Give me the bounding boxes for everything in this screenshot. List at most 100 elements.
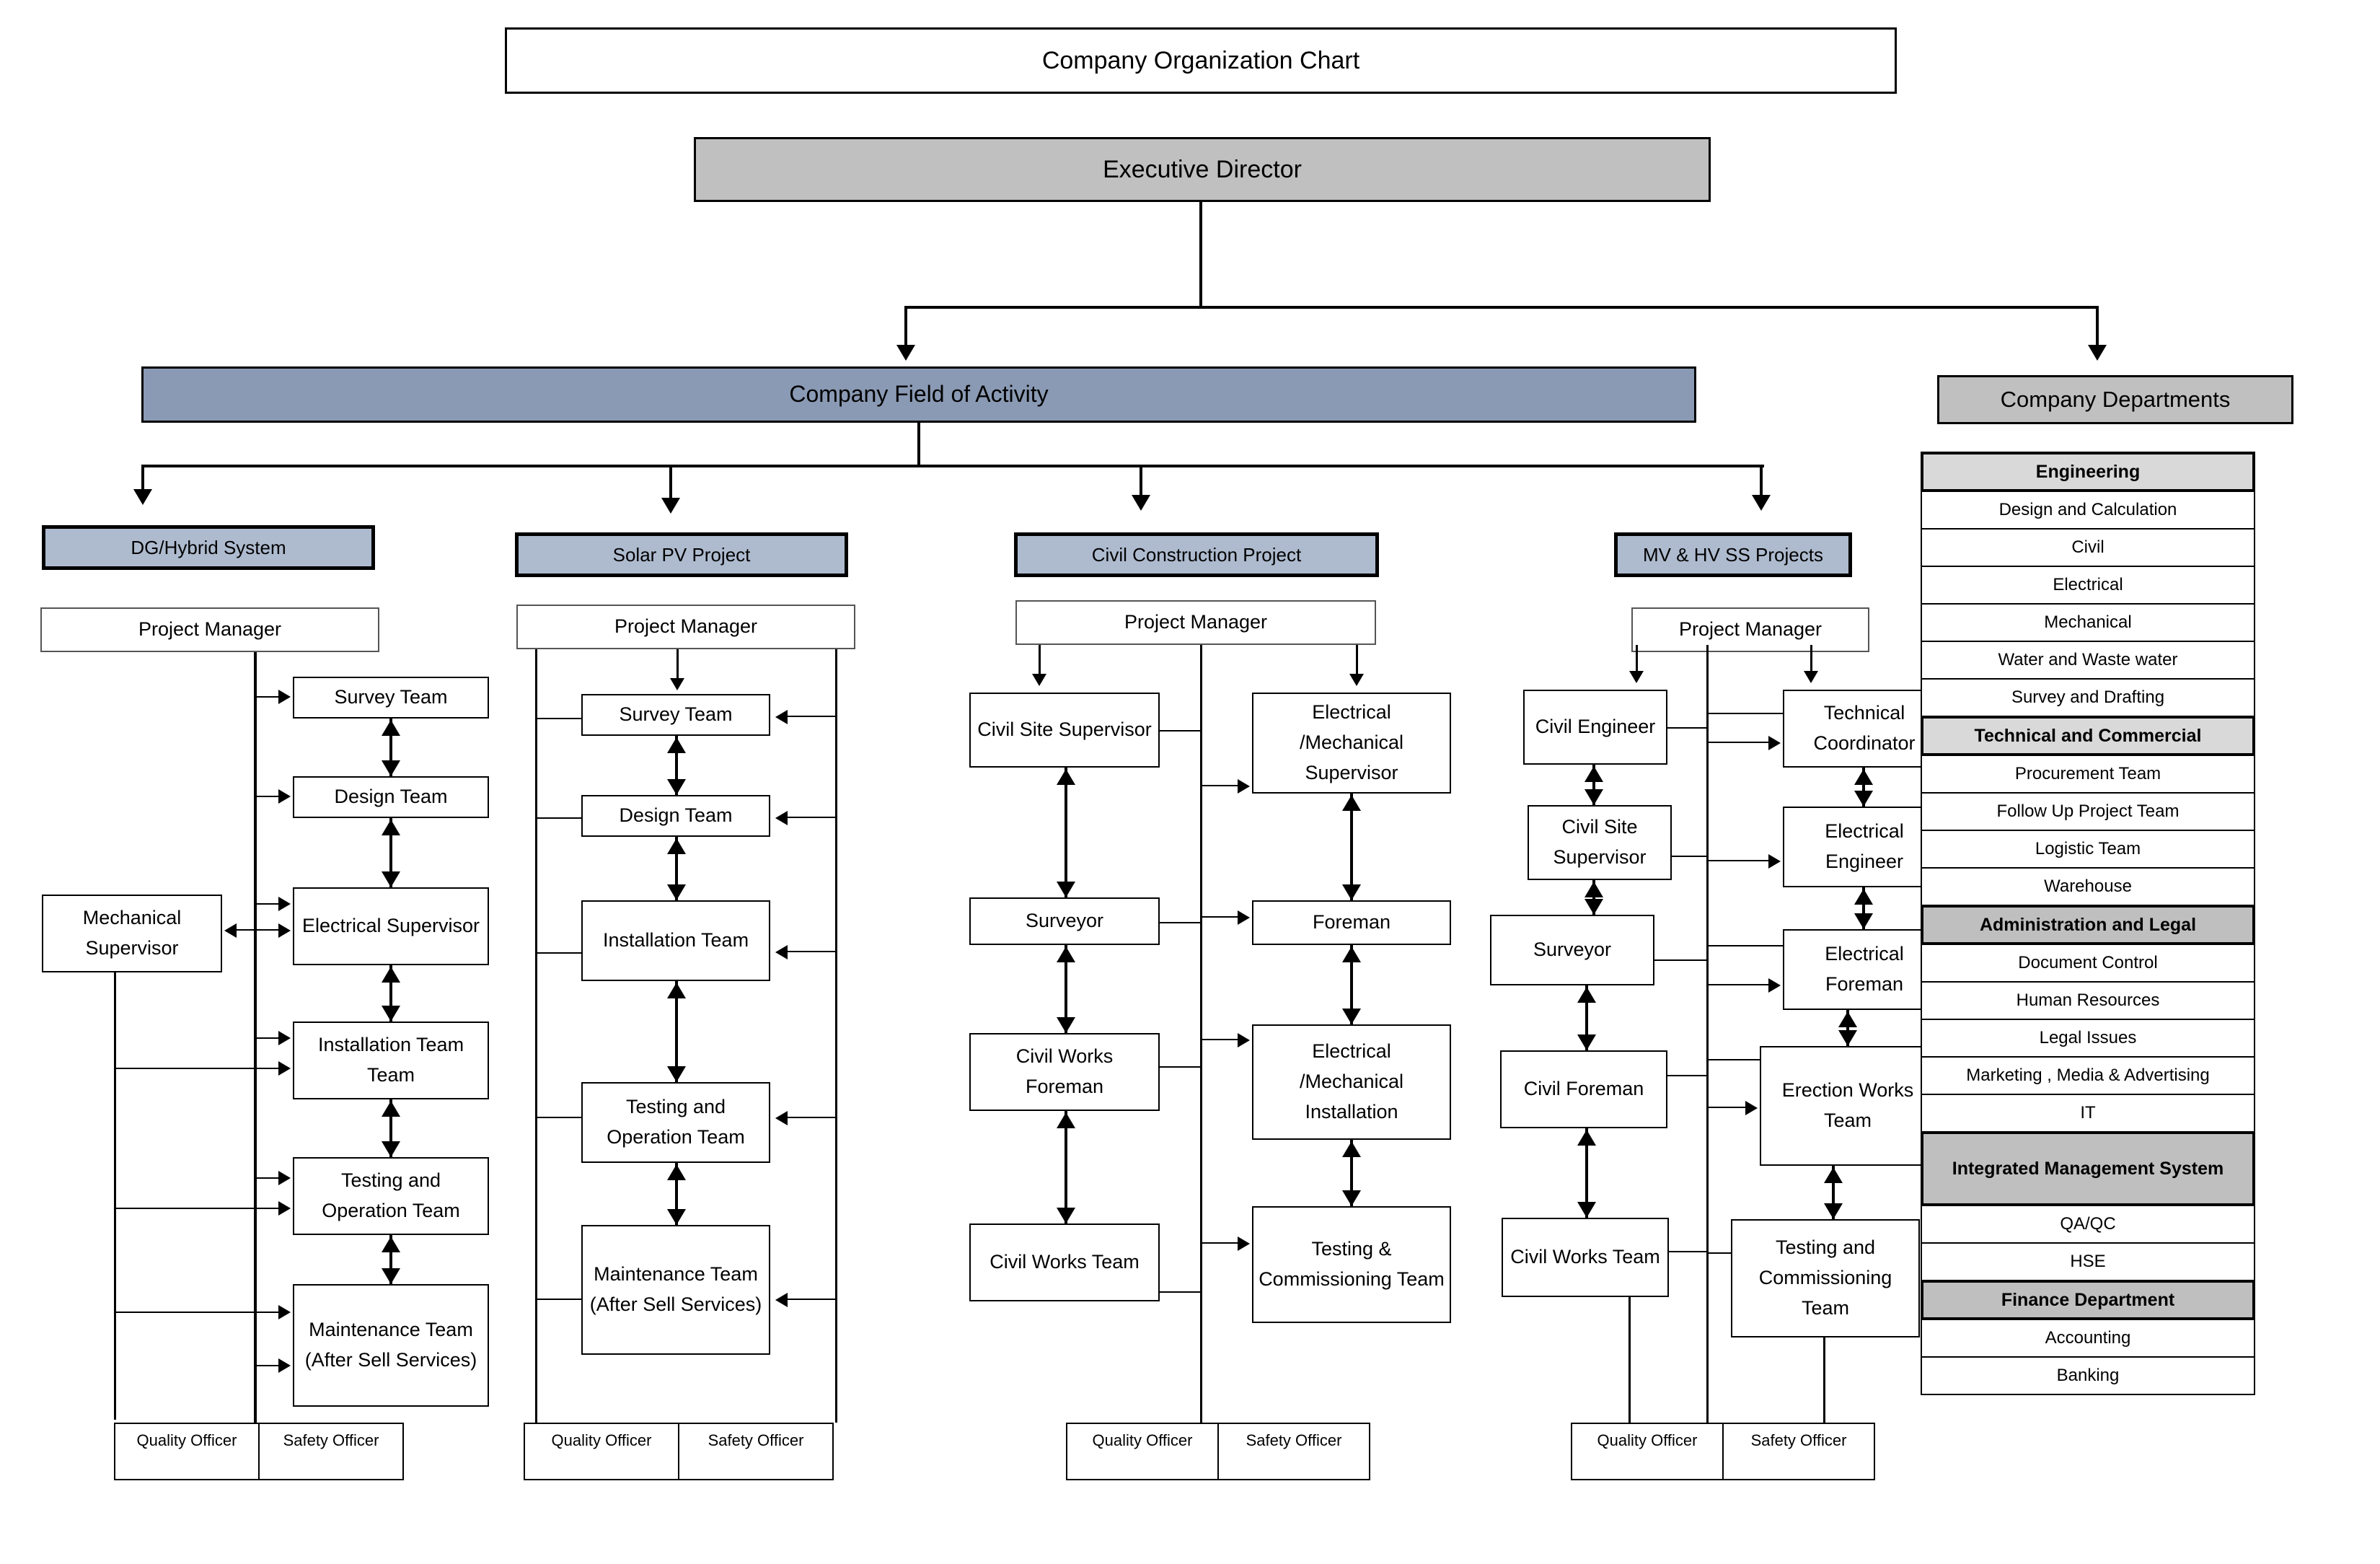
civil-quality-officer-box[interactable]: Quality Officer [1066, 1423, 1219, 1480]
department-item[interactable]: Survey and Drafting [1921, 678, 2255, 717]
dg-node-design-team[interactable]: Design Team [293, 776, 489, 818]
department-label: HSE [2070, 1252, 2106, 1271]
project-header-civil-construction-project[interactable]: Civil Construction Project [1014, 532, 1379, 577]
civil-node-civil-works-team[interactable]: Civil Works Team [969, 1223, 1160, 1301]
mvhv-node-civil-engineer[interactable]: Civil Engineer [1523, 690, 1667, 765]
connector-solar-left-survey [535, 718, 583, 719]
mvhv-node-civil-foreman[interactable]: Civil Foreman [1500, 1050, 1667, 1128]
arrow-exec-to-activity-icon [896, 345, 915, 361]
solar-project-manager-box[interactable]: Project Manager [516, 605, 855, 649]
mvhv-node-technical-coordinator[interactable]: Technical Coordinator [1783, 690, 1946, 768]
civil-node-surveyor[interactable]: Surveyor [969, 897, 1160, 945]
mvhv-project-manager-label: Project Manager [1678, 618, 1823, 641]
solar-node-testing-operation-team[interactable]: Testing and Operation Team [581, 1082, 770, 1163]
mvhv-quality-officer-box[interactable]: Quality Officer [1571, 1423, 1724, 1480]
department-item[interactable]: Warehouse [1921, 867, 2255, 906]
solar-quality-officer-box[interactable]: Quality Officer [524, 1423, 679, 1480]
department-item[interactable]: Mechanical [1921, 603, 2255, 642]
arrow-solar-v4-up-icon [667, 1164, 686, 1180]
department-item[interactable]: Design and Calculation [1921, 491, 2255, 530]
dg-node-survey-team[interactable]: Survey Team [293, 677, 489, 719]
department-item[interactable]: Electrical [1921, 566, 2255, 605]
department-item[interactable]: Banking [1921, 1356, 2255, 1395]
department-item[interactable]: Civil [1921, 528, 2255, 567]
civil-node-electrical-mechanical-installation[interactable]: Electrical /Mechanical Installation [1252, 1024, 1451, 1140]
mvhv-project-manager-box[interactable]: Project Manager [1631, 607, 1869, 652]
solar-node-design-team[interactable]: Design Team [581, 795, 770, 837]
project-header-mv-hv-ss-projects[interactable]: MV & HV SS Projects [1614, 532, 1852, 577]
department-group-header[interactable]: Technical and Commercial [1921, 716, 2255, 756]
arrow-solar-testing-icon [775, 1111, 788, 1125]
mvhv-node-testing-commissioning-team[interactable]: Testing and Commissioning Team [1731, 1219, 1920, 1337]
department-item[interactable]: Procurement Team [1921, 755, 2255, 794]
project-header-solar-pv-project[interactable]: Solar PV Project [515, 532, 848, 577]
department-group-header[interactable]: Finance Department [1921, 1280, 2255, 1320]
connector-civil-rv2 [1350, 945, 1353, 1024]
mvhv-safety-officer-box[interactable]: Safety Officer [1722, 1423, 1875, 1480]
node-label: Civil Works Foreman [1015, 1045, 1114, 1097]
dg-node-electrical-supervisor[interactable]: Electrical Supervisor [293, 887, 489, 965]
mvhv-node-civil-works-team[interactable]: Civil Works Team [1502, 1218, 1669, 1297]
civil-safety-officer-box[interactable]: Safety Officer [1217, 1423, 1370, 1480]
department-item[interactable]: Marketing , Media & Advertising [1921, 1056, 2255, 1095]
solar-node-survey-team[interactable]: Survey Team [581, 694, 770, 736]
mvhv-node-civil-site-supervisor[interactable]: Civil Site Supervisor [1528, 805, 1672, 880]
connector-solar-v3 [675, 981, 678, 1082]
department-item[interactable]: HSE [1921, 1242, 2255, 1281]
connector-solar-right-design [788, 817, 837, 818]
solar-node-maintenance-team[interactable]: Maintenance Team (After Sell Services) [581, 1225, 770, 1355]
dg-quality-officer-box[interactable]: Quality Officer [114, 1423, 260, 1480]
arrow-mvhv-rv1-up-icon [1854, 769, 1873, 785]
node-label: Testing and Operation Team [607, 1096, 745, 1148]
connector-civil-to-foreman [1202, 916, 1239, 918]
mvhv-node-surveyor[interactable]: Surveyor [1490, 915, 1654, 985]
civil-node-foreman[interactable]: Foreman [1252, 900, 1451, 945]
connector-mech-to-install [114, 1068, 280, 1069]
dg-node-maintenance-team[interactable]: Maintenance Team (After Sell Services) [293, 1284, 489, 1407]
department-item[interactable]: Follow Up Project Team [1921, 792, 2255, 831]
connector-exec-stem [1199, 202, 1202, 307]
connector-drop-civil [1140, 465, 1142, 499]
civil-node-civil-site-supervisor[interactable]: Civil Site Supervisor [969, 693, 1160, 768]
arrow-solar-v1-up-icon [667, 737, 686, 753]
connector-solar-v4 [675, 1163, 678, 1225]
arrow-solar-v3-down-icon [667, 1066, 686, 1082]
department-item[interactable]: Logistic Team [1921, 830, 2255, 869]
department-label: Accounting [2045, 1328, 2131, 1348]
node-label: Electrical Foreman [1825, 943, 1904, 995]
dg-safety-officer-box[interactable]: Safety Officer [258, 1423, 404, 1480]
arrow-dg-v1-up-icon [382, 720, 400, 736]
solar-node-installation-team[interactable]: Installation Team [581, 900, 770, 981]
dg-project-manager-box[interactable]: Project Manager [40, 607, 379, 652]
department-group-header[interactable]: Integrated Management System [1921, 1131, 2255, 1206]
solar-safety-officer-box[interactable]: Safety Officer [678, 1423, 834, 1480]
connector-mvhv-civworks-to-qo [1628, 1297, 1631, 1423]
node-label: Erection Works Team [1781, 1079, 1914, 1131]
civil-node-civil-works-foreman[interactable]: Civil Works Foreman [969, 1033, 1160, 1111]
connector-mvhv-to-tc [1708, 742, 1770, 743]
mvhv-node-electrical-foreman[interactable]: Electrical Foreman [1783, 929, 1946, 1010]
dg-node-testing-operation-team[interactable]: Testing and Operation Team [293, 1157, 489, 1235]
connector-civil-to-elec-sup [1202, 785, 1239, 786]
connector-mvhv-civeng-spine [1667, 727, 1708, 729]
civil-node-electrical-mechanical-supervisor[interactable]: Electrical /Mechanical Supervisor [1252, 693, 1451, 794]
dg-node-installation-team[interactable]: Installation Team Team [293, 1022, 489, 1099]
project-header-dg-hybrid-system[interactable]: DG/Hybrid System [42, 525, 375, 570]
dg-node-mechanical-supervisor[interactable]: Mechanical Supervisor [42, 895, 222, 972]
civil-node-testing-commissioning-team[interactable]: Testing & Commissioning Team [1252, 1206, 1451, 1323]
department-item[interactable]: IT [1921, 1094, 2255, 1133]
arrow-dg-install-icon [278, 1031, 291, 1045]
mvhv-node-electrical-engineer[interactable]: Electrical Engineer [1783, 807, 1946, 887]
civil-project-manager-box[interactable]: Project Manager [1015, 600, 1376, 645]
department-item[interactable]: Legal Issues [1921, 1019, 2255, 1058]
department-item[interactable]: Accounting [1921, 1319, 2255, 1358]
department-item[interactable]: Water and Waste water [1921, 641, 2255, 680]
department-item[interactable]: QA/QC [1921, 1205, 2255, 1244]
department-item[interactable]: Document Control [1921, 944, 2255, 983]
department-group-header[interactable]: Administration and Legal [1921, 905, 2255, 945]
connector-dg-to-design [257, 796, 280, 797]
mvhv-node-erection-works-team[interactable]: Erection Works Team [1760, 1046, 1936, 1166]
department-item[interactable]: Human Resources [1921, 981, 2255, 1020]
arrow-exec-to-departments-icon [2088, 345, 2107, 361]
department-group-header[interactable]: Engineering [1921, 452, 2255, 492]
